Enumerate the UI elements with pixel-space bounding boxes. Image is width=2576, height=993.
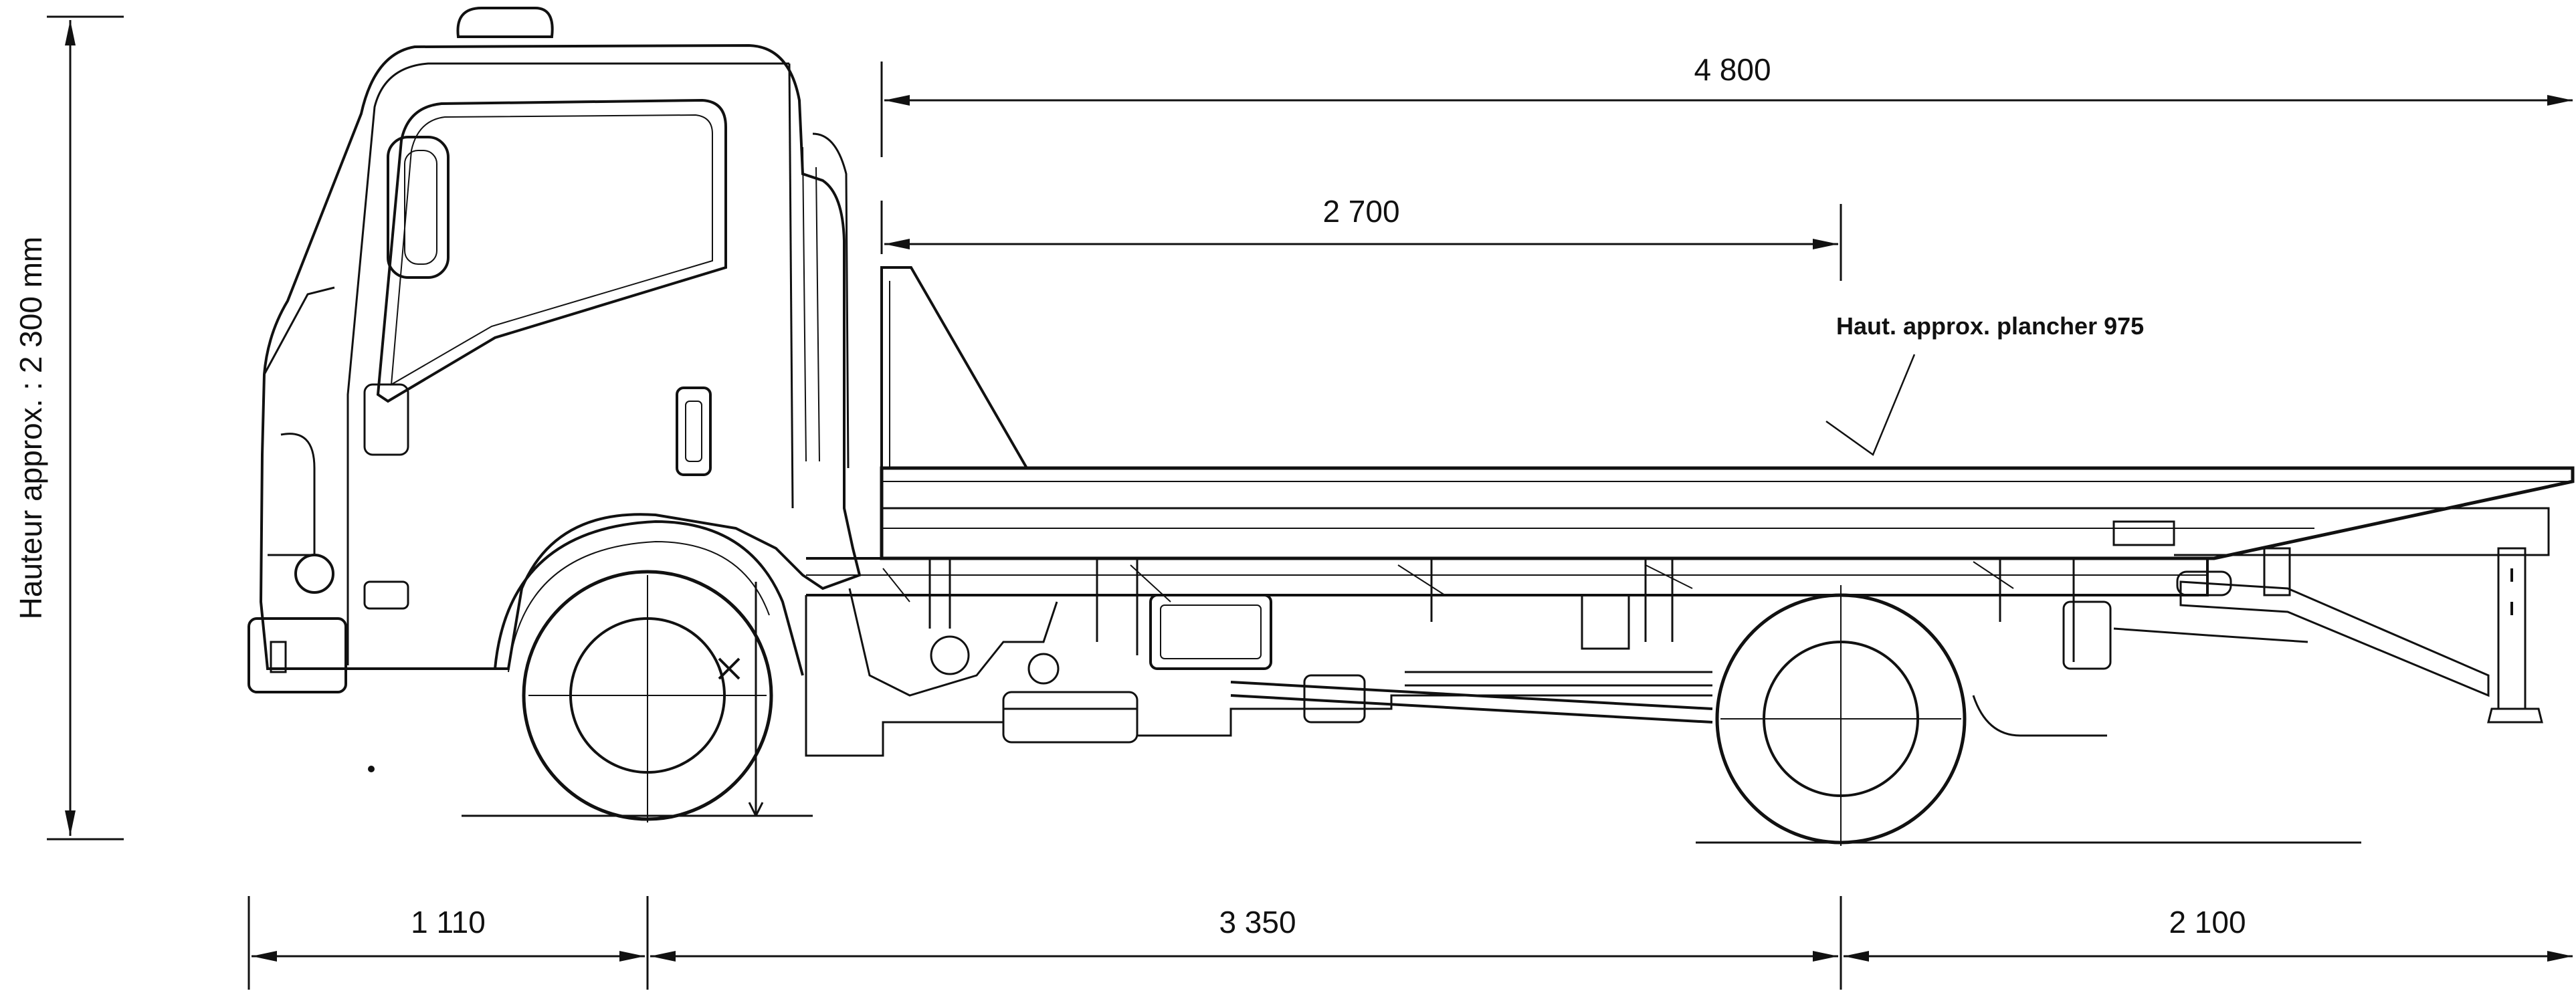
roof-beacon <box>456 7 554 38</box>
front-overhang-label: 1 110 <box>411 905 486 940</box>
cab <box>259 43 862 670</box>
floor-height-callout: Haut. approx. plancher 975 <box>1825 312 2144 456</box>
ground-lines <box>462 814 2361 844</box>
height-label: Hauteur approx. : 2 300 mm <box>13 237 48 620</box>
transmission <box>1002 691 1138 744</box>
wheelbase-label: 3 350 <box>1219 905 1296 940</box>
partial-length-label: 2 700 <box>1322 194 1399 229</box>
rear-overhang-label: 2 100 <box>2169 905 2246 940</box>
door-handle <box>676 387 712 476</box>
front-wheel <box>522 570 773 822</box>
floor-height-note: Haut. approx. plancher 975 <box>1836 312 2144 340</box>
tow-bar <box>2062 547 2543 724</box>
body-length-label: 4 800 <box>1694 52 1771 87</box>
wheelbase-dimensions: 1 110 3 350 2 100 <box>247 896 2573 990</box>
fuel-tank <box>1149 594 1272 670</box>
flatbed <box>880 266 2575 560</box>
cab-window <box>376 98 727 403</box>
side-mirror <box>387 136 450 279</box>
chassis <box>748 557 2209 816</box>
front-bumper <box>247 617 347 693</box>
body-length-dimension: 4 800 <box>880 52 2573 157</box>
rear-wheel <box>1715 585 1967 846</box>
partial-length-dimension: 2 700 <box>880 194 1842 281</box>
truck-drawing <box>247 7 2575 846</box>
height-dimension: Hauteur approx. : 2 300 mm <box>13 15 124 841</box>
